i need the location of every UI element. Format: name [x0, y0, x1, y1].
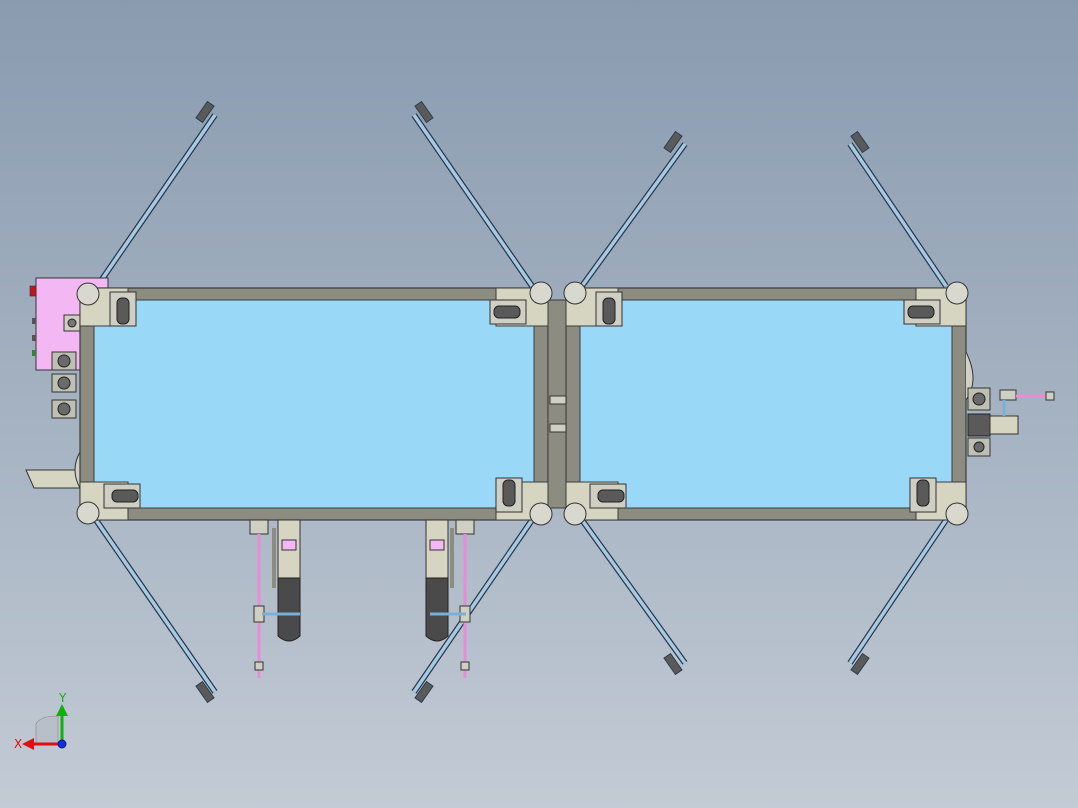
caster-icon: [595, 291, 623, 327]
pivot-joint: [76, 501, 100, 525]
foot-pedal-right: [425, 519, 475, 678]
axis-y-label: Y: [58, 691, 67, 705]
pivot-joint: [945, 281, 969, 305]
pivot-joint: [76, 282, 100, 306]
foot-pedal-icon: [425, 519, 454, 642]
axis-x-label: X: [14, 737, 22, 751]
strut-upper-right-b: [847, 130, 949, 288]
right-end-assembly: [965, 351, 1055, 457]
pivot-joint: [563, 281, 587, 305]
pivot-joint: [529, 281, 553, 305]
caster-icon: [909, 477, 937, 513]
left-module-frame: [79, 287, 549, 521]
pivot-joint: [945, 502, 969, 526]
strut-lower-right-b: [847, 518, 949, 676]
pivot-joint: [563, 502, 587, 526]
casters: [103, 291, 941, 513]
pivot-joint: [529, 502, 553, 526]
strut-upper-right-a: [579, 130, 688, 288]
module-connector: [547, 299, 567, 509]
caster-icon: [495, 477, 523, 513]
caster-icon: [589, 483, 627, 509]
caster-icon: [103, 483, 141, 509]
caster-icon: [489, 299, 527, 325]
strut-group: [93, 100, 949, 704]
caster-icon: [109, 291, 137, 327]
foot-pedal-left: [249, 519, 301, 678]
foot-pedal-icon: [272, 519, 301, 642]
strut-lower-left: [93, 518, 218, 704]
strut-lower-right-a: [579, 518, 688, 676]
left-handle: [25, 451, 81, 489]
left-knob-stack: [51, 351, 77, 419]
right-module-frame: [565, 287, 967, 521]
strut-upper-left: [93, 100, 218, 290]
strut-upper-mid: [411, 100, 535, 288]
coordinate-triad-icon: Y X: [14, 691, 68, 751]
latch-icon: [999, 389, 1055, 416]
caster-icon: [903, 299, 941, 325]
strut-lower-mid: [411, 518, 535, 704]
pivot-joints: [76, 281, 969, 526]
